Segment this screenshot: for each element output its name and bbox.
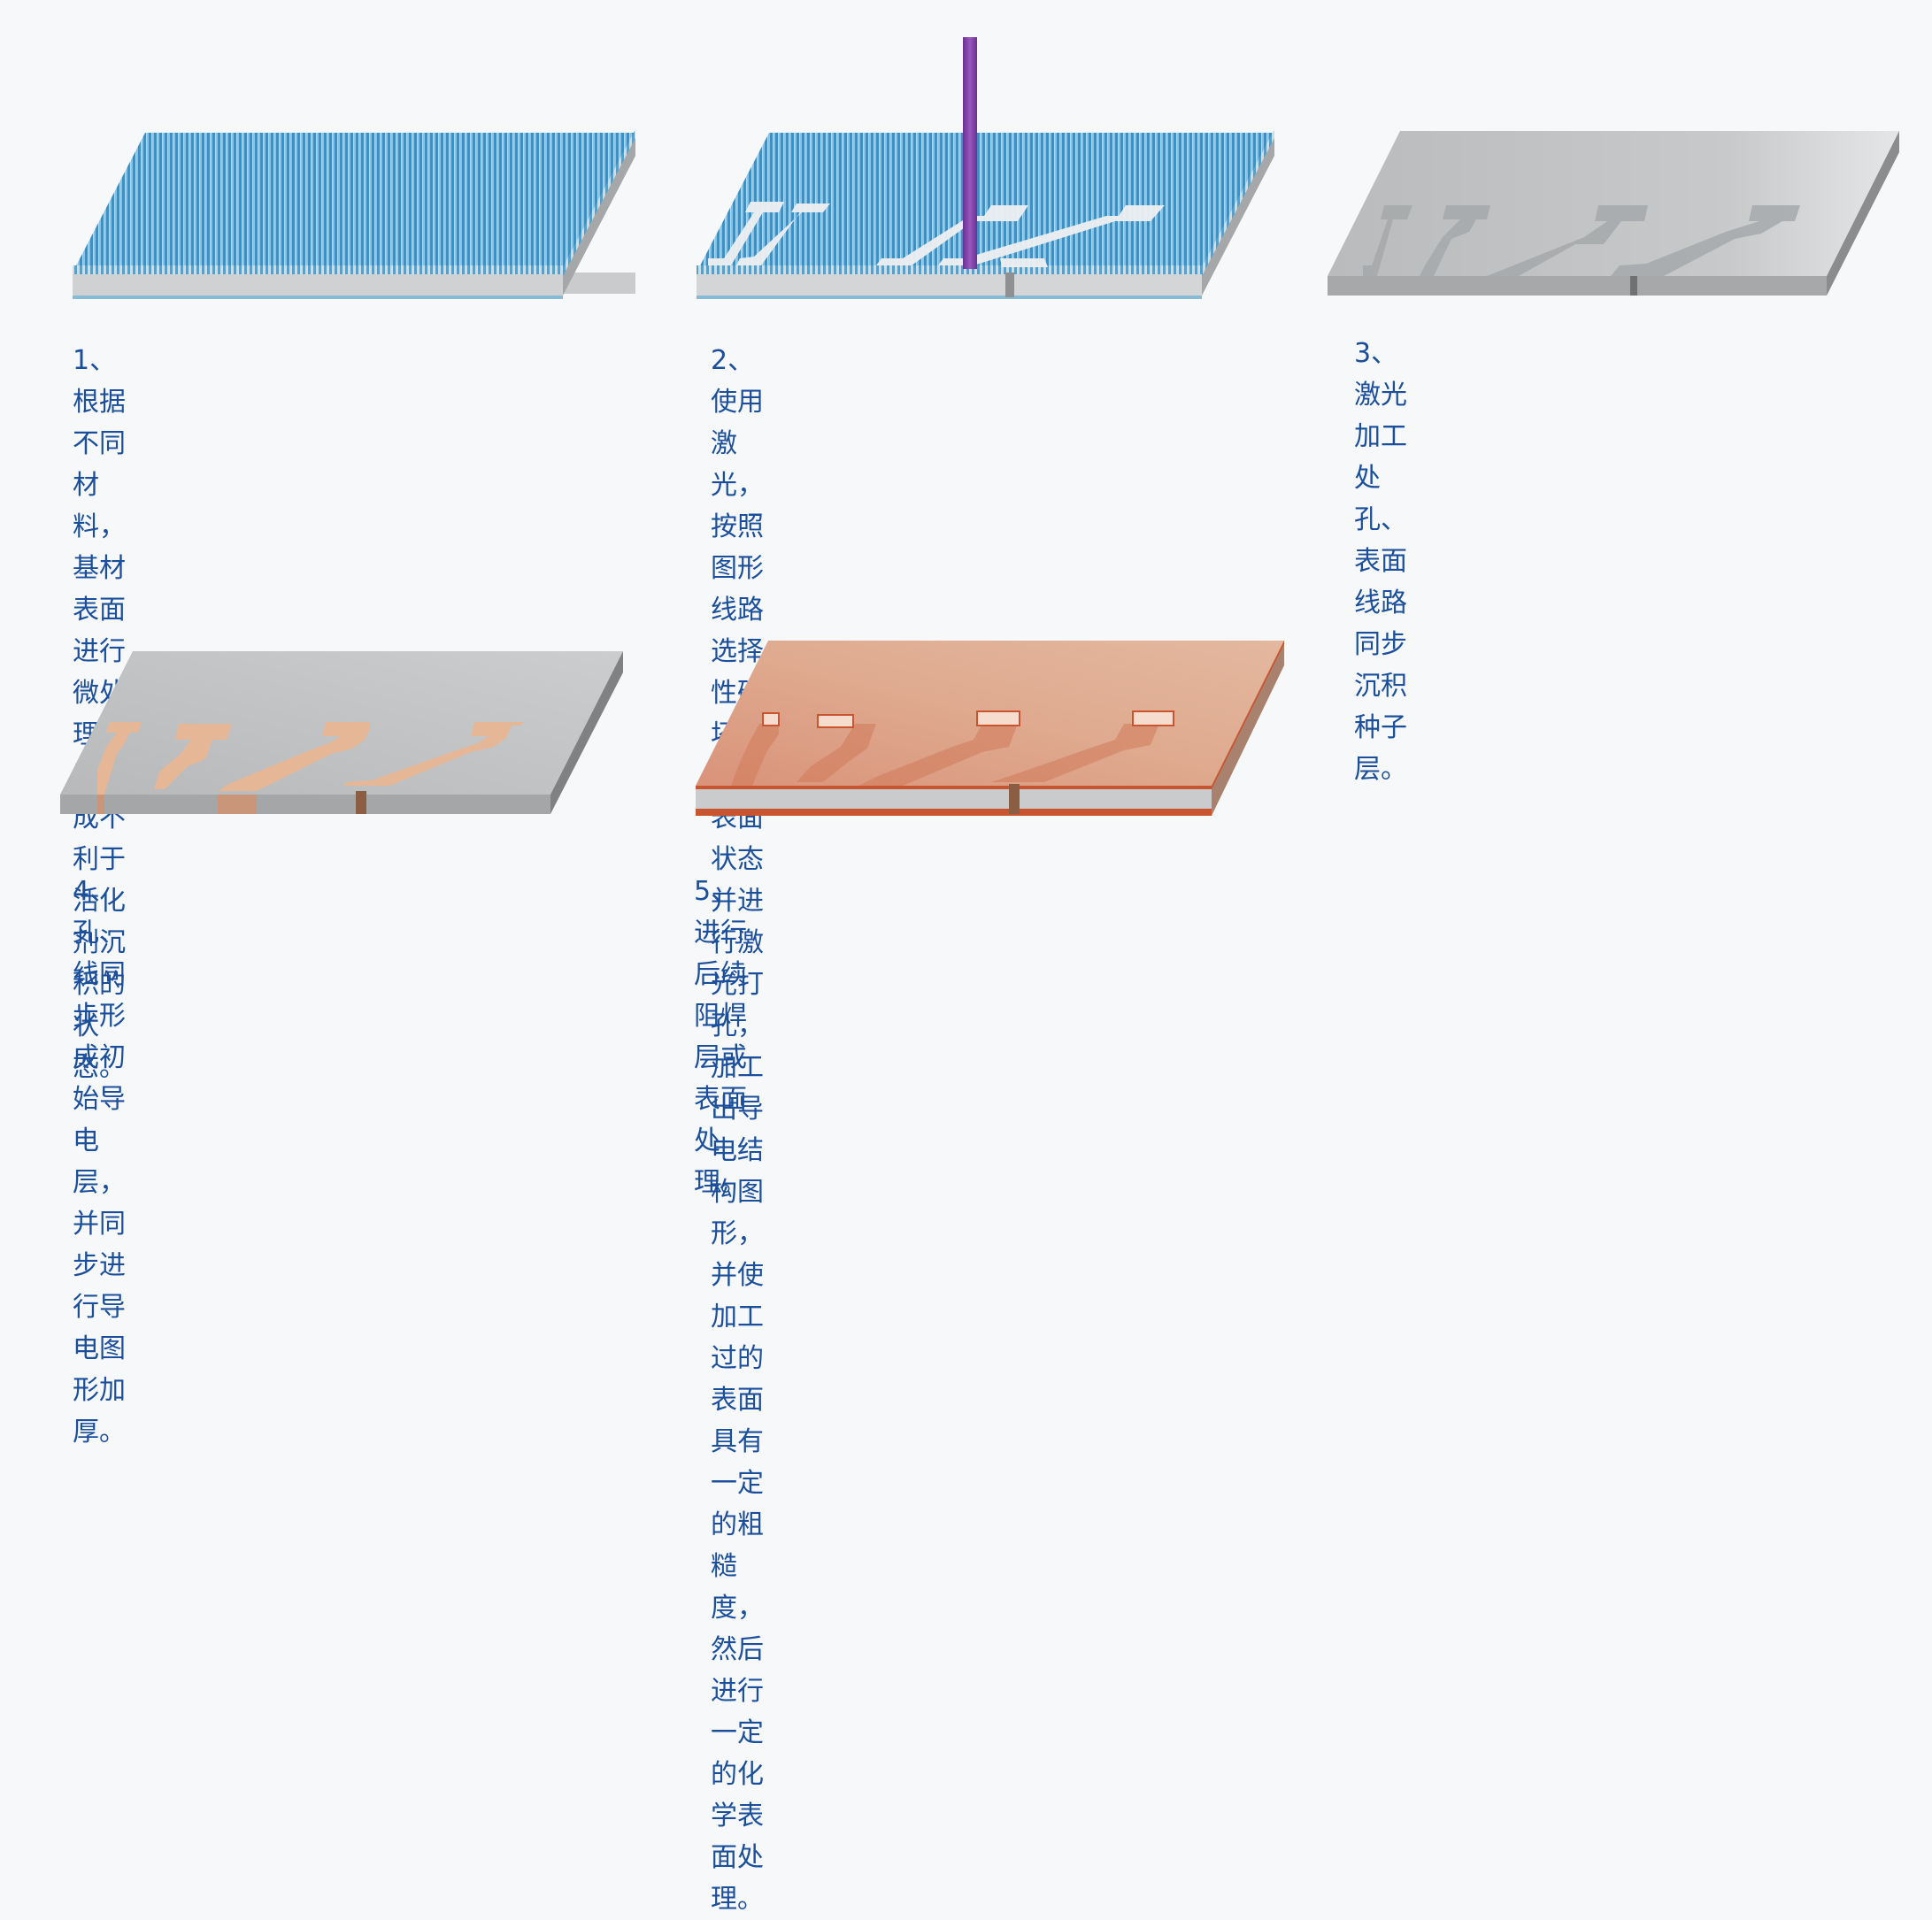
trace-pattern-icon [731,724,1159,786]
trace-pattern-icon [97,722,524,795]
trace-pattern-icon [1363,205,1800,276]
activator-fiber-surface [73,133,635,273]
trace-pattern-icon [708,202,1165,267]
via-hole-icon [1005,273,1014,297]
laser-patterning-icon [697,37,1274,299]
laser-beam-icon [963,37,977,269]
step-caption: 4、孔、线同步形成初始导电层，并同 步进行导电图形加厚。 [73,876,126,1448]
step-caption: 5、进行后续阻焊层或表面处理。 [694,876,747,1198]
via-hole-icon [1009,784,1020,814]
step-caption: 3、激光加工处孔、表面线路同步沉积 种子层。 [1354,338,1407,785]
conductive-layer-icon [60,651,623,814]
seed-layer-icon [1328,131,1899,296]
surface-finish-icon [696,641,1284,816]
via-hole-icon [356,791,366,814]
substrate-slab-icon [73,129,635,299]
via-hole-icon [1630,276,1637,296]
pad-openings [762,710,1174,728]
